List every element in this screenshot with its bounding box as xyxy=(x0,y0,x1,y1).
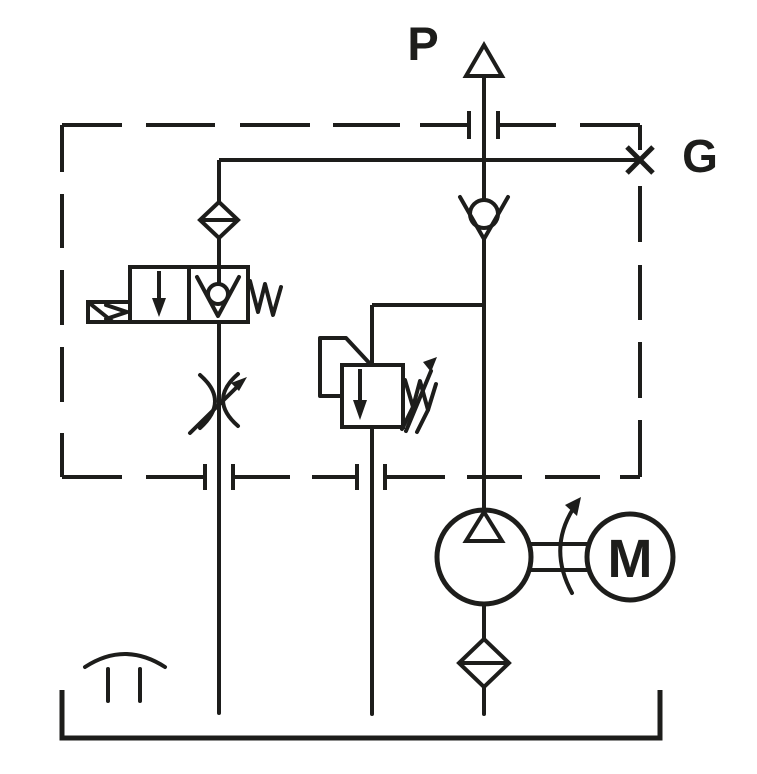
motor-circle xyxy=(584,511,676,603)
relief-valve-body xyxy=(340,363,405,429)
pressure-port-label: P xyxy=(407,17,438,70)
pilot-line-filter xyxy=(197,199,241,241)
breather-icon xyxy=(83,652,167,703)
port-triangle-icon xyxy=(462,41,506,78)
pump-triangle-icon xyxy=(462,508,506,543)
check-valve xyxy=(458,195,510,241)
relief-adjustable-spring-icon xyxy=(400,357,438,434)
boundary-crossing-ticks-bottom xyxy=(203,464,387,490)
pressure-port: P xyxy=(407,17,506,78)
relief-flow-arrow xyxy=(353,369,367,420)
valve-spring-icon xyxy=(248,279,283,317)
solenoid-valve xyxy=(86,265,283,324)
enclosure-boundary xyxy=(60,111,642,490)
relief-branch-line xyxy=(370,303,484,365)
adjustable-throttle xyxy=(188,372,247,435)
valve-check-position xyxy=(195,267,241,318)
relief-valve xyxy=(318,336,438,434)
drive-shaft xyxy=(531,497,589,595)
suction-filter xyxy=(456,636,512,690)
plug-x-icon xyxy=(625,145,655,175)
pump xyxy=(434,507,534,607)
gauge-port: G xyxy=(625,130,718,182)
rotation-arrow-icon xyxy=(558,497,581,595)
motor-label: M xyxy=(608,529,653,589)
boundary-crossing-ticks-top xyxy=(467,111,500,139)
valve-flow-arrow xyxy=(152,271,166,317)
relief-pilot-loop xyxy=(318,336,375,398)
electric-motor: M xyxy=(584,511,676,603)
tank xyxy=(59,690,663,741)
solenoid-actuator-icon xyxy=(86,300,132,324)
gauge-port-label: G xyxy=(682,130,718,182)
